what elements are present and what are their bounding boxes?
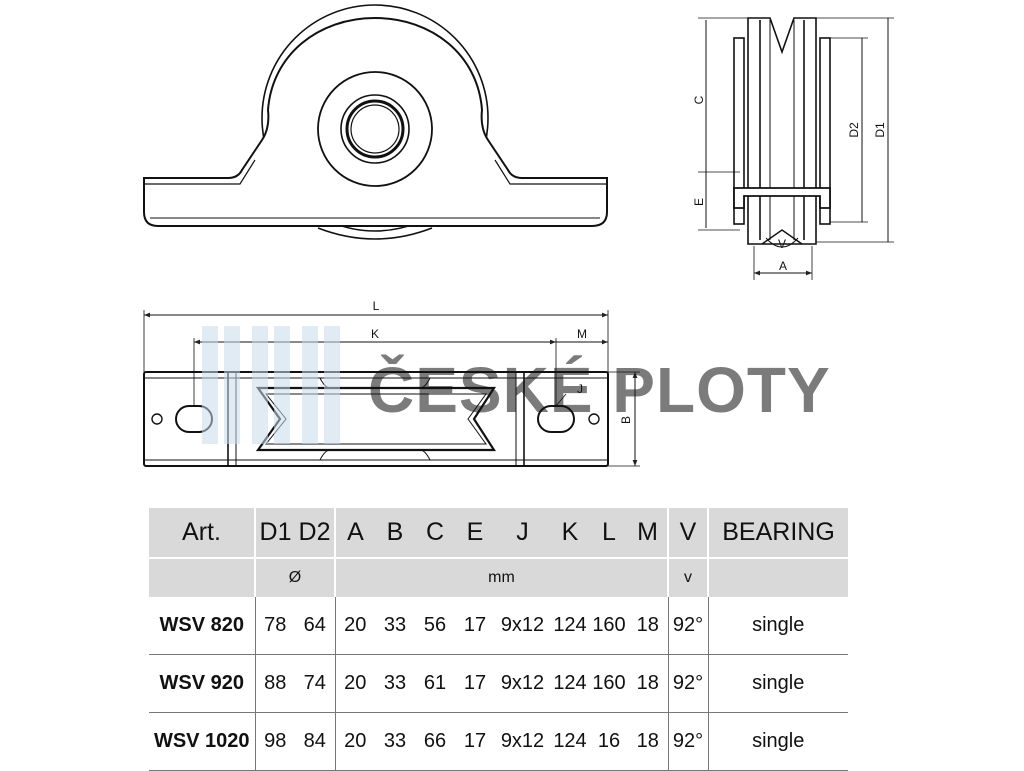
header-j: J: [495, 508, 550, 559]
dim-label-a: A: [779, 259, 787, 273]
cell-bearing: single: [707, 712, 848, 771]
cell-d1: 98: [254, 712, 295, 771]
cell-j: 9x12: [495, 654, 550, 713]
front-view: [143, 4, 608, 240]
cell-m: 18: [628, 712, 668, 771]
cell-a: 20: [334, 712, 375, 771]
cell-c: 56: [415, 597, 455, 655]
header-row: Art. D1 D2 A B C E J K L M V BEARING: [149, 508, 848, 559]
cell-v: 92°: [667, 654, 708, 713]
header-art: Art.: [149, 508, 255, 559]
cell-a: 20: [334, 654, 375, 713]
dim-label-c: C: [692, 95, 706, 104]
cell-v: 92°: [667, 712, 708, 771]
cell-c: 61: [415, 654, 455, 713]
cell-art: WSV 820: [149, 597, 255, 655]
header-m: M: [628, 508, 668, 559]
bearing-inner-ring: [345, 99, 405, 159]
dim-label-v: V: [778, 237, 786, 251]
wheel-bottom-arc: [317, 227, 433, 240]
header-l: L: [590, 508, 628, 559]
dim-label-l: L: [373, 299, 380, 313]
cell-m: 18: [628, 597, 668, 655]
cell-v: 92°: [667, 597, 708, 655]
watermark: ČESKÉ PLOTY: [202, 326, 831, 444]
cell-j: 9x12: [495, 712, 550, 771]
cell-bearing: single: [707, 654, 848, 713]
cell-e: 17: [455, 712, 495, 771]
dim-label-k: K: [371, 327, 379, 341]
header-a: A: [334, 508, 375, 559]
side-view: [698, 17, 894, 280]
cell-l: 16: [590, 712, 628, 771]
header-bearing: BEARING: [707, 508, 848, 559]
header-e: E: [455, 508, 495, 559]
unit-bearing-empty: [707, 558, 848, 597]
dim-label-d2: D2: [847, 122, 861, 138]
cell-d1: 78: [254, 597, 295, 655]
header-b: B: [375, 508, 415, 559]
header-k: K: [550, 508, 590, 559]
header-v: V: [667, 508, 708, 559]
header-d2: D2: [295, 508, 335, 559]
table-row: WSV 820 78 64 20 33 56 17 9x12 124 160 1…: [149, 597, 848, 655]
cell-k: 124: [550, 654, 590, 713]
unit-row: Ø mm v: [149, 558, 848, 597]
cell-d1: 88: [254, 654, 295, 713]
header-d1: D1: [254, 508, 295, 559]
cell-m: 18: [628, 654, 668, 713]
cell-bearing: single: [707, 597, 848, 655]
header-c: C: [415, 508, 455, 559]
cell-j: 9x12: [495, 597, 550, 655]
bracket-outline: [143, 16, 608, 227]
dim-label-d1: D1: [873, 122, 887, 138]
cell-l: 160: [590, 654, 628, 713]
cell-a: 20: [334, 597, 375, 655]
cell-b: 33: [375, 712, 415, 771]
unit-art-empty: [149, 558, 255, 597]
cell-b: 33: [375, 654, 415, 713]
bearing-housing: [317, 71, 433, 187]
cell-b: 33: [375, 597, 415, 655]
cell-e: 17: [455, 654, 495, 713]
specification-table: Art. D1 D2 A B C E J K L M V BEARING Ø m…: [149, 508, 848, 771]
dim-label-j: J: [577, 382, 583, 396]
cell-d2: 84: [295, 712, 335, 771]
watermark-text: ČESKÉ PLOTY: [368, 353, 831, 426]
unit-diameter: Ø: [254, 558, 335, 597]
cell-art: WSV 1020: [149, 712, 255, 771]
cell-c: 66: [415, 712, 455, 771]
unit-mm: mm: [334, 558, 668, 597]
table-row: WSV 920 88 74 20 33 61 17 9x12 124 160 1…: [149, 654, 848, 713]
unit-v: v: [667, 558, 708, 597]
cell-l: 160: [590, 597, 628, 655]
cell-k: 124: [550, 597, 590, 655]
cell-k: 124: [550, 712, 590, 771]
dim-label-m: M: [577, 327, 587, 341]
bearing-outer-ring: [340, 94, 410, 164]
cell-d2: 64: [295, 597, 335, 655]
technical-drawing: ČESKÉ PLOTY C E D2 D1 V A L K M J B: [143, 4, 894, 467]
cell-art: WSV 920: [149, 654, 255, 713]
cell-e: 17: [455, 597, 495, 655]
dim-label-e: E: [692, 198, 706, 206]
cell-d2: 74: [295, 654, 335, 713]
dim-label-b: B: [619, 416, 633, 424]
table-row: WSV 1020 98 84 20 33 66 17 9x12 124 16 1…: [149, 712, 848, 771]
wheel-outer: [261, 4, 489, 232]
